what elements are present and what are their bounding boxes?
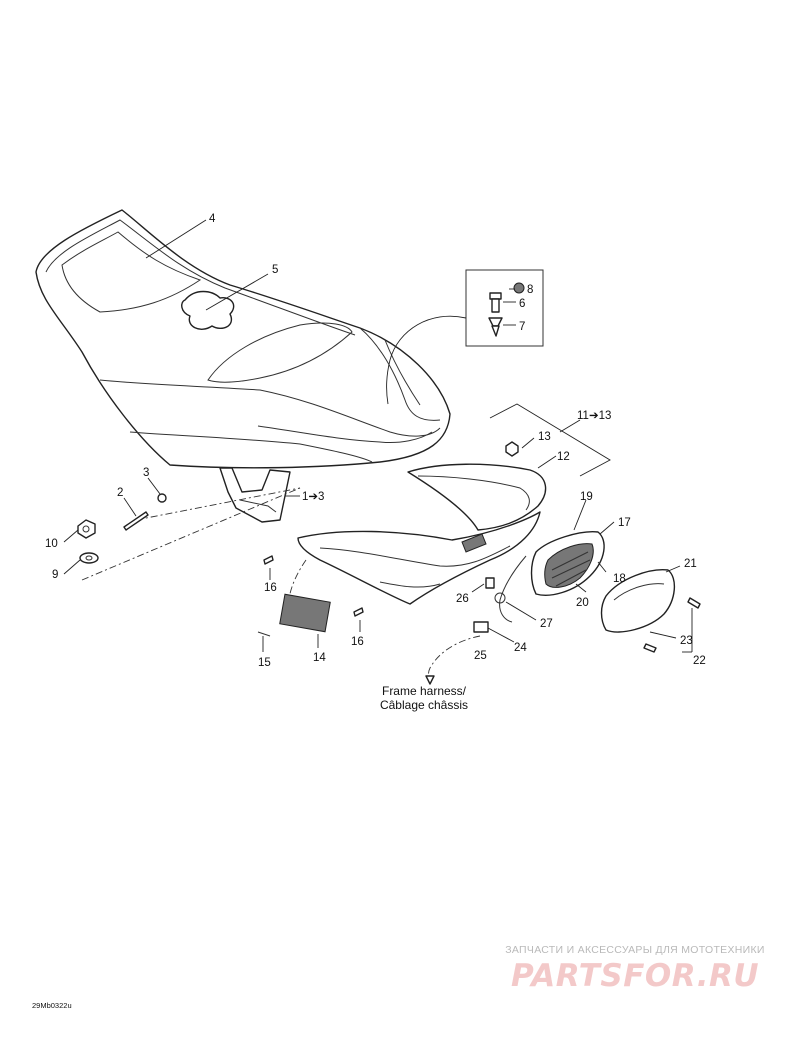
group-bracket-11-13	[489, 403, 611, 477]
callout-21: 21	[684, 558, 697, 570]
frame-harness-label-fr: Câblage châssis	[379, 698, 469, 712]
callout-24: 24	[514, 642, 527, 654]
harness-arrow	[425, 675, 435, 685]
callout-12: 12	[557, 451, 570, 463]
frame-harness-label-en: Frame harness/	[381, 684, 467, 698]
callout-7: 7	[519, 321, 525, 333]
callout-16b: 16	[351, 636, 364, 648]
callout-20: 20	[576, 597, 589, 609]
callout-9: 9	[52, 569, 58, 581]
callout-13: 13	[538, 431, 551, 443]
leader-lines	[63, 219, 681, 643]
callout-15: 15	[258, 657, 271, 669]
callout-16a: 16	[264, 582, 277, 594]
callout-17: 17	[618, 517, 631, 529]
callout-11-13: 11➔13	[577, 410, 611, 422]
callout-3: 3	[143, 467, 149, 479]
callout-27: 27	[540, 618, 553, 630]
taillight-assembly	[473, 531, 701, 653]
frame-harness-label: Frame harness/ Câblage châssis	[362, 684, 486, 712]
callout-1-3: 1➔3	[302, 491, 324, 503]
callout-25: 25	[474, 650, 487, 662]
callout-labels: 1➔3 2 3 4 5 6 7 8 9 10 11➔13 12 13 14 15…	[45, 213, 706, 669]
callout-14: 14	[313, 652, 326, 664]
callout-6: 6	[519, 298, 525, 310]
callout-4: 4	[209, 213, 216, 225]
rear-cowl	[257, 463, 547, 652]
callout-26: 26	[456, 593, 469, 605]
callout-8: 8	[527, 284, 533, 296]
drawing-code: 29Mb0322u	[32, 1001, 72, 1010]
inset-box-6-8	[386, 269, 544, 405]
watermark-logo: PARTSFOR.RU	[510, 958, 760, 994]
callout-5: 5	[272, 264, 278, 276]
harness-leader	[428, 635, 481, 681]
callout-10: 10	[45, 538, 58, 550]
watermark: ЗАПЧАСТИ И АКСЕССУАРЫ ДЛЯ МОТОТЕХНИКИ PA…	[480, 944, 790, 994]
callout-18: 18	[613, 573, 626, 585]
watermark-tagline: ЗАПЧАСТИ И АКСЕССУАРЫ ДЛЯ МОТОТЕХНИКИ	[505, 944, 765, 956]
callout-2: 2	[117, 487, 123, 499]
callout-22: 22	[693, 655, 706, 667]
callout-23: 23	[680, 635, 693, 647]
seat-assembly	[35, 209, 451, 523]
callout-19: 19	[580, 491, 593, 503]
seat-hardware	[77, 487, 301, 581]
